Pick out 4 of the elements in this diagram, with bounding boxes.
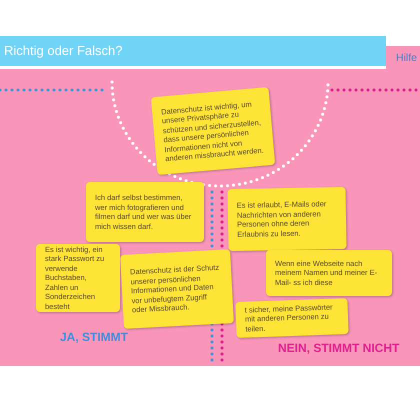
category-heading: NEIN, STIMMT NICHT [278,341,400,355]
help-tab: Hilfe [386,46,420,68]
quiz-title: Richtig oder Falsch? [4,43,122,58]
category-heading: JA, STIMMT [60,330,128,344]
